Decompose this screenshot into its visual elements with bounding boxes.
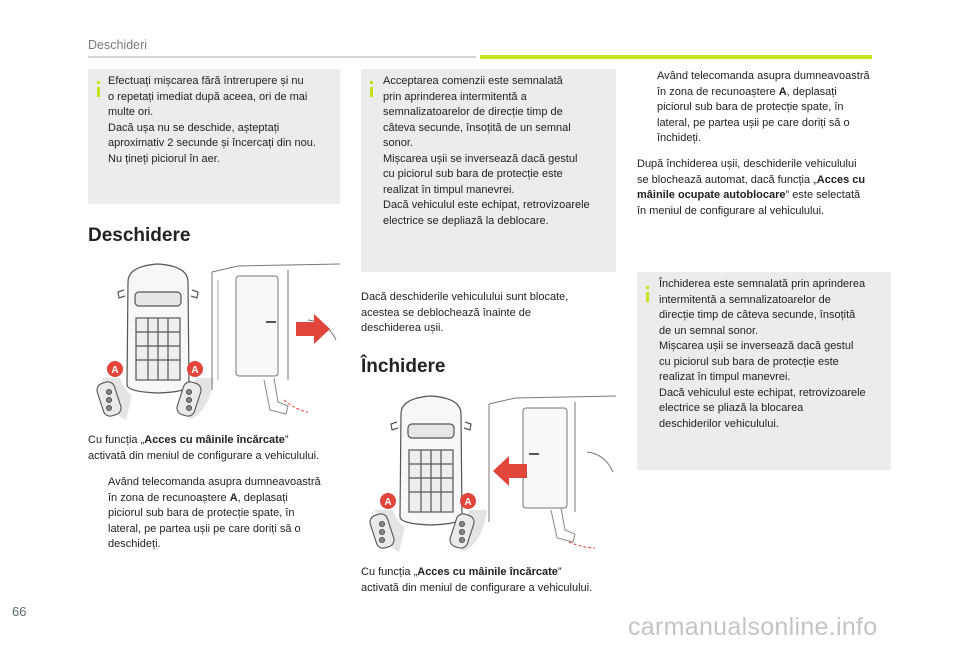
info-icon: [646, 292, 649, 302]
info-text: Efectuați mișcarea fără întrerupere și n…: [108, 75, 316, 165]
van-top-view: [390, 395, 472, 526]
info-box-movement: Efectuați mișcarea fără întrerupere și n…: [88, 69, 340, 204]
van-side-door: [211, 263, 340, 390]
foot-gesture-icon: [263, 377, 309, 415]
page-number: 66: [12, 604, 27, 619]
svg-text:A: A: [191, 365, 198, 376]
watermark: carmanualsonline.info: [628, 613, 878, 641]
key-fob-left-icon: [96, 381, 122, 417]
function-name: Acces cu mâinile încărcate: [144, 434, 285, 446]
section-title-opening: Deschidere: [88, 225, 191, 246]
info-box-closing-signal: Închiderea este semnalată prin aprindere…: [637, 272, 891, 470]
header-rule: [88, 56, 476, 58]
info-box-acceptance: Acceptarea comenzii este semnalată prin …: [361, 69, 616, 272]
slide-close-arrow-icon: [493, 456, 527, 486]
info-icon-dot: [370, 81, 373, 84]
svg-text:A: A: [464, 497, 471, 508]
header-accent-rule: [480, 55, 872, 59]
zone-marker-right: A: [460, 493, 476, 509]
section-title-closing: Închidere: [361, 356, 446, 377]
info-text: Închiderea este semnalată prin aprindere…: [659, 278, 866, 430]
function-name: Acces cu mâinile încărcate: [417, 566, 558, 578]
info-icon-dot: [646, 286, 649, 289]
info-text: Acceptarea comenzii este semnalată prin …: [383, 75, 590, 227]
van-top-view: [117, 263, 199, 394]
svg-text:A: A: [384, 497, 391, 508]
closing-illustration: A A: [369, 395, 616, 552]
bullet-opening-step: Având telecomanda asupra dumneavoastră î…: [108, 476, 321, 550]
function-note-closing: Cu funcția „Acces cu mâinile încărcate” …: [361, 566, 593, 594]
zone-marker-left: A: [107, 361, 123, 377]
info-icon: [97, 87, 100, 97]
bullet-closing-step: Având telecomanda asupra dumneavoastră î…: [657, 70, 870, 144]
autolock-note: După închiderea ușii, deschiderile vehic…: [637, 158, 866, 217]
unlock-note: Dacă deschiderile vehiculului sunt bloca…: [361, 291, 569, 334]
slide-open-arrow-icon: [296, 314, 330, 344]
info-icon-dot: [97, 81, 100, 84]
function-note-opening: Cu funcția „Acces cu mâinile încărcate” …: [88, 434, 320, 462]
key-fob-left-icon: [369, 513, 395, 549]
zone-marker-left: A: [380, 493, 396, 509]
van-side-door: [488, 395, 616, 522]
zone-marker-right: A: [187, 361, 203, 377]
key-fob-right-icon: [176, 381, 202, 417]
key-fob-right-icon: [449, 513, 475, 549]
opening-illustration: A A: [96, 263, 340, 420]
info-icon: [370, 87, 373, 97]
page-header-title: Deschideri: [88, 38, 148, 52]
svg-text:A: A: [111, 365, 118, 376]
foot-gesture-icon: [550, 507, 596, 549]
